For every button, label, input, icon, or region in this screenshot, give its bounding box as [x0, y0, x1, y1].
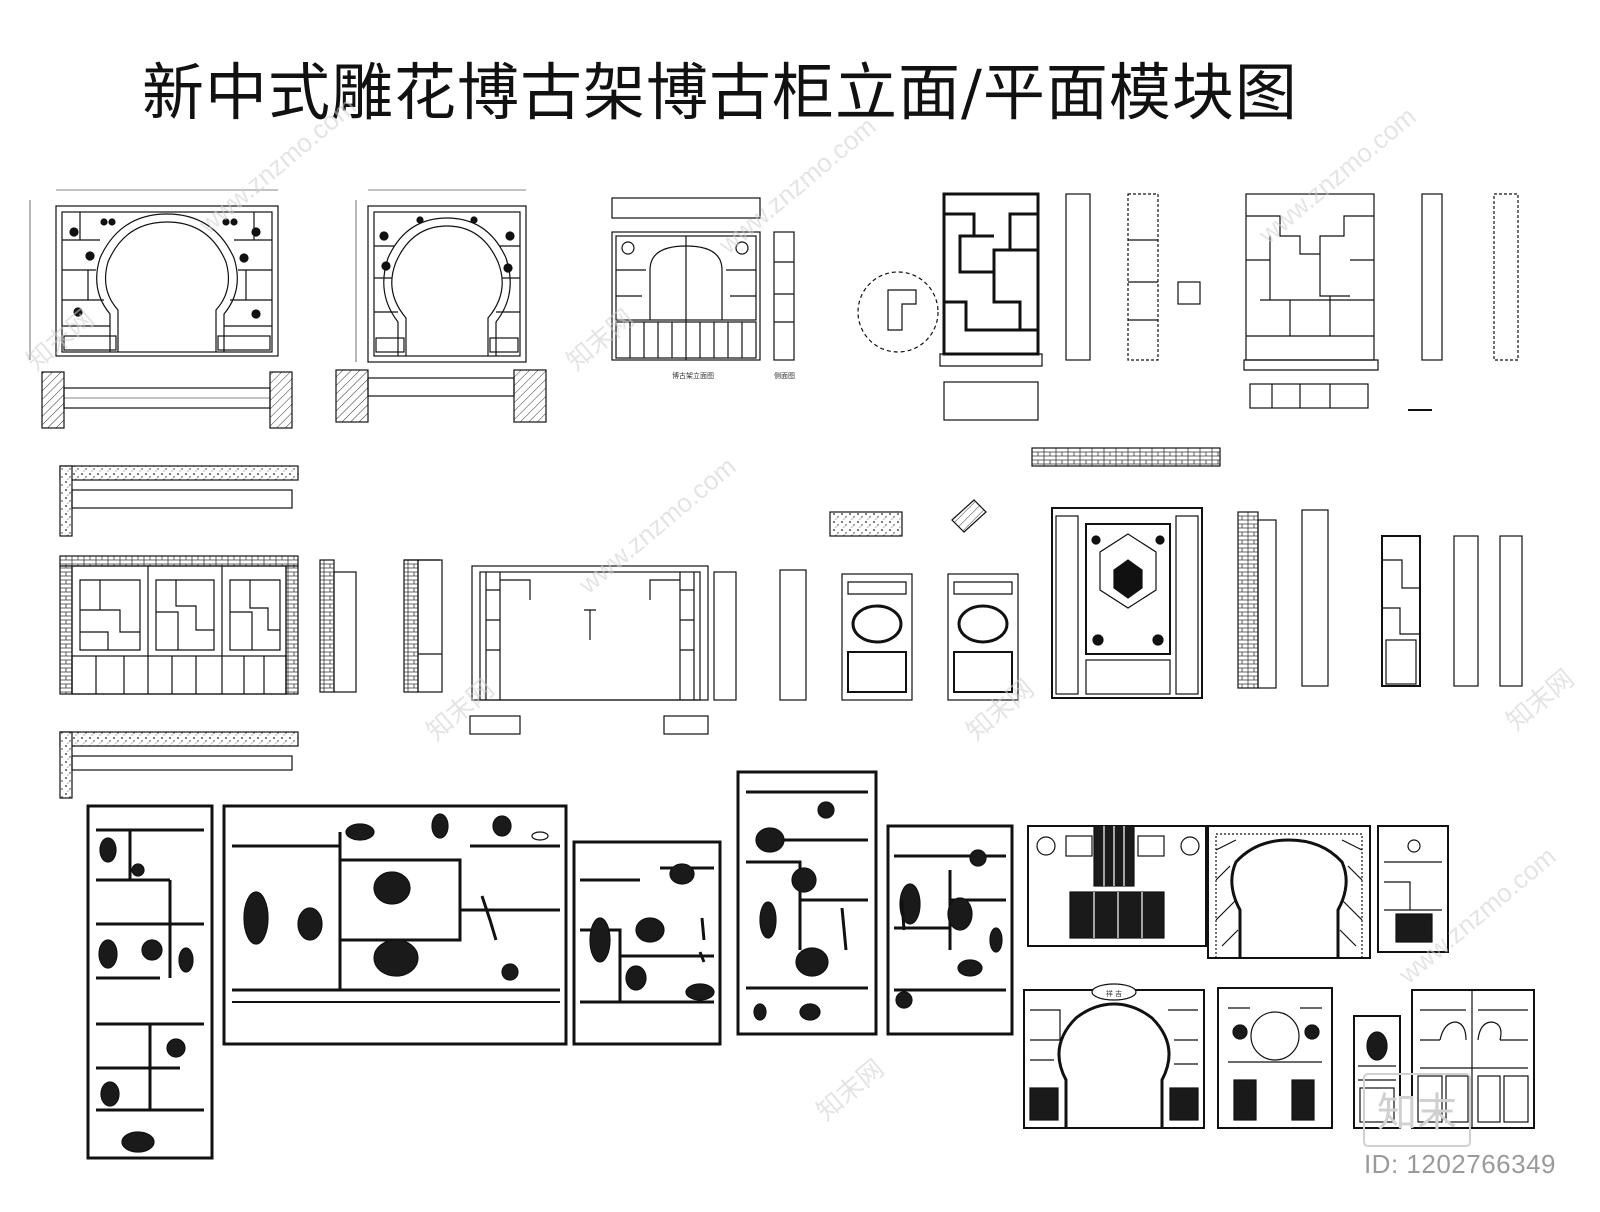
narrow-cabinet-right: [1377, 825, 1449, 953]
archway-screen-elevation: [469, 565, 737, 735]
round-window-cabinet-pair: [779, 499, 1019, 701]
fret-shelf-b-sides: [1408, 193, 1519, 411]
moon-gate-elevation-1: [29, 189, 279, 360]
moon-gate-plan-2: [335, 369, 547, 423]
round-gate-with-plaque: [1023, 983, 1205, 1129]
fret-shelf-a-sides: [1065, 193, 1201, 361]
display-cabinet-side-elevation: [773, 231, 795, 361]
page-title: 新中式雕花博古架博古柜立面/平面模块图: [142, 56, 1298, 129]
brand-logo: 知末: [1362, 1070, 1472, 1150]
carved-shelf-tall-left: [86, 804, 214, 1160]
fret-shelf-b-elevation: [1243, 193, 1379, 409]
carved-shelf-wide-a: [222, 804, 568, 1046]
side-elevation-label: 侧面图: [774, 371, 795, 380]
front-elevation-label: 博古架立面图: [672, 371, 714, 380]
tall-cabinet-sections: [1301, 509, 1523, 687]
wall-cabinet-plan-top: [59, 465, 299, 537]
carved-shelf-mid-right: [886, 824, 1014, 1036]
carved-shelf-tall-middle: [736, 770, 878, 1036]
fret-shelf-a-elevation: [939, 192, 1043, 421]
display-cabinet-front-elevation: [611, 197, 761, 361]
wall-cabinet-elevation: [59, 555, 299, 695]
arch-plaque-text: 祥 吉: [1106, 989, 1122, 998]
fret-shelf-a-detail: [857, 271, 939, 353]
double-arch-cabinet: [1411, 989, 1535, 1129]
wall-cabinet-plan-bottom: [59, 731, 299, 799]
image-id: ID: 1202766349: [1363, 1149, 1556, 1179]
brand-logo-text: 知末: [1377, 1090, 1457, 1136]
round-window-cabinet-low: [1217, 987, 1333, 1129]
buddha-niche-cabinet: [1353, 1015, 1401, 1129]
hexagon-cabinet-elevation: [1031, 447, 1277, 699]
lattice-cabinet-top: [1027, 825, 1207, 947]
wall-cabinet-sections: [319, 559, 443, 693]
cracked-ice-moon-gate: [1207, 825, 1371, 959]
moon-gate-plan-1: [41, 371, 293, 429]
moon-gate-elevation-2: [355, 189, 527, 363]
carved-shelf-wide-b: [572, 840, 722, 1046]
